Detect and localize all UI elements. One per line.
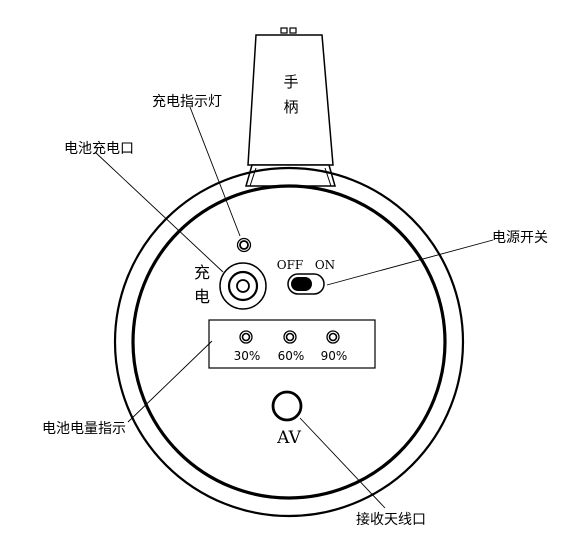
charge-label-1: 充 [194, 263, 210, 282]
charge-port [219, 262, 267, 310]
leader-battery-level [127, 340, 213, 423]
leader-antenna-port [299, 417, 386, 509]
callout-antenna-port: 接收天线口 [356, 511, 426, 528]
callout-battery-level: 电池电量指示 [42, 421, 126, 437]
battery-level-60: 60% [278, 349, 305, 363]
leader-power-switch [326, 239, 494, 286]
charge-label-2: 电 [194, 287, 210, 306]
power-switch[interactable] [287, 273, 325, 295]
handle-label-2: 柄 [283, 98, 298, 116]
charge-indicator-light [236, 237, 252, 253]
outer-ring [113, 166, 465, 518]
leader-charge-light [189, 106, 241, 237]
battery-level-90: 90% [321, 349, 348, 363]
av-label: AV [276, 428, 301, 448]
leader-charge-port [94, 151, 224, 273]
switch-off-label: OFF [277, 258, 304, 272]
handle-label-1: 手 [283, 73, 298, 91]
callout-charge-light: 充电指示灯 [152, 94, 222, 110]
handle: 手 柄 [245, 27, 336, 187]
antenna-port [271, 390, 303, 422]
inner-ring [131, 184, 447, 500]
battery-led-30 [239, 330, 253, 344]
battery-led-60 [283, 330, 297, 344]
callout-power-switch: 电源开关 [492, 230, 548, 246]
handle-clip [280, 27, 288, 34]
switch-on-label: ON [315, 258, 335, 272]
battery-level-30: 30% [234, 349, 261, 363]
handle-body [247, 34, 334, 166]
battery-led-90 [326, 330, 340, 344]
callout-charge-port: 电池充电口 [64, 141, 134, 157]
handle-clip [289, 27, 297, 34]
